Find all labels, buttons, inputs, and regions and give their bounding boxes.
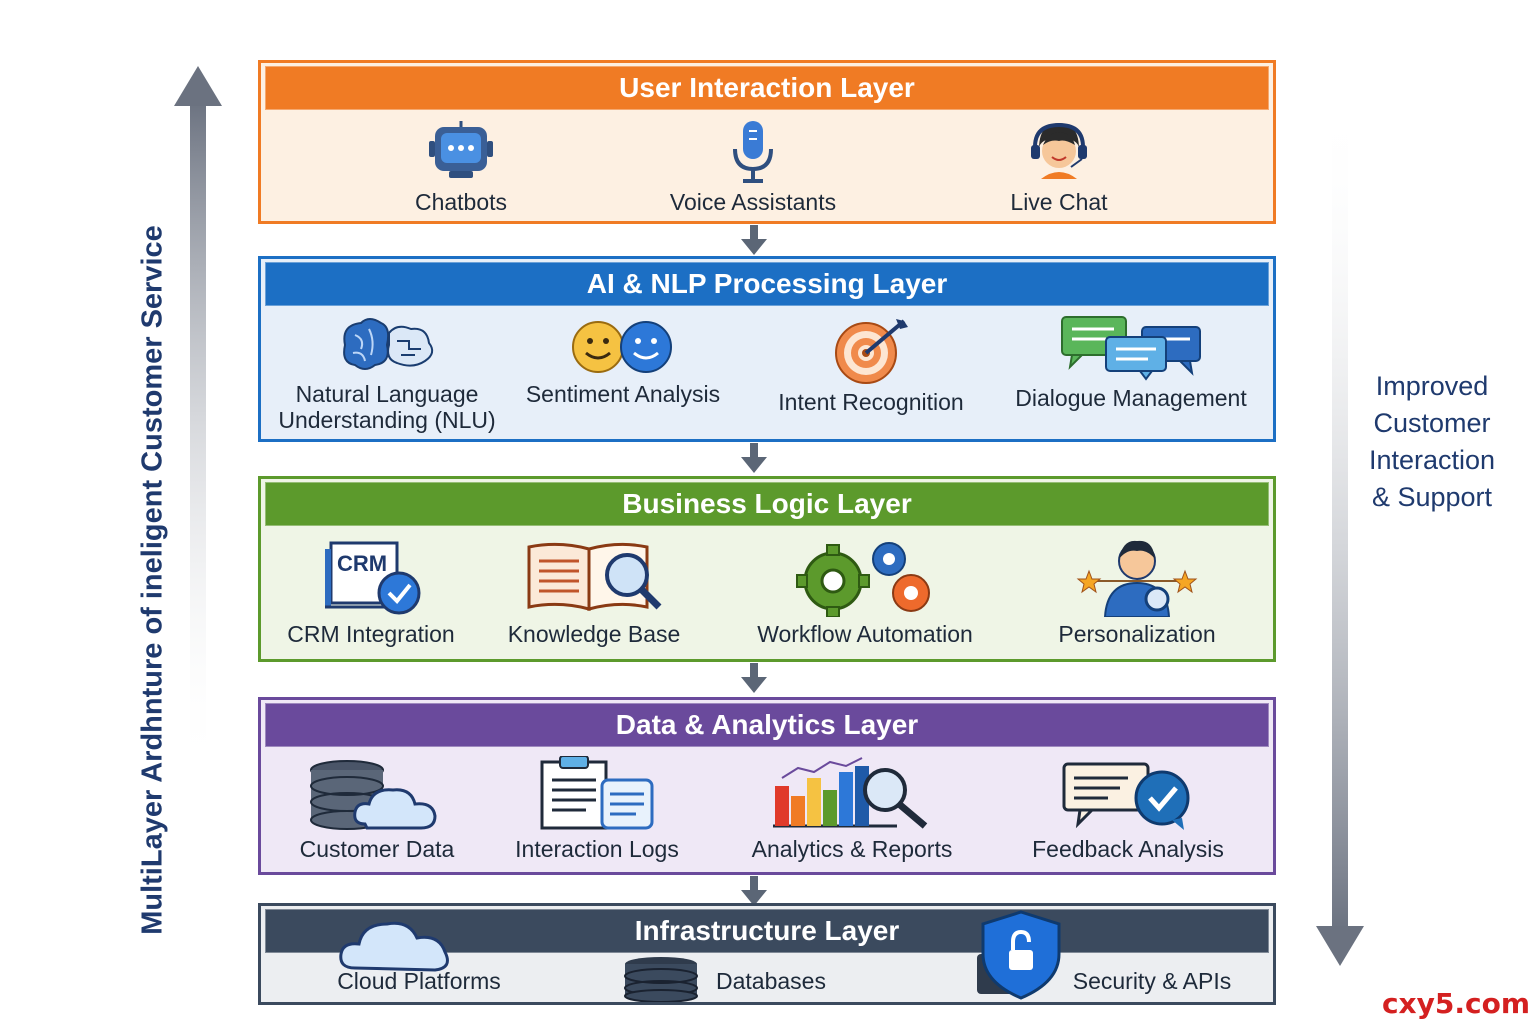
crm-icon: CRM bbox=[325, 541, 421, 615]
item-label: Natural Language Understanding (NLU) bbox=[278, 381, 496, 433]
item-label: Databases bbox=[716, 968, 826, 994]
sentiment-analysis-item: Sentiment Analysis bbox=[523, 315, 723, 407]
upward-arrow bbox=[174, 66, 222, 772]
clipboard-logs-icon bbox=[540, 756, 654, 830]
item-label: Interaction Logs bbox=[515, 836, 679, 862]
item-label: Sentiment Analysis bbox=[525, 381, 721, 407]
item-label: Chatbots bbox=[414, 189, 508, 215]
shield-lock-icon bbox=[977, 910, 1061, 1000]
item-label: Voice Assistants bbox=[669, 189, 837, 215]
right-caption-line: Interaction bbox=[1368, 445, 1496, 475]
flow-arrow-down bbox=[741, 443, 767, 473]
item-label: Customer Data bbox=[299, 836, 455, 862]
cloud-icon bbox=[339, 921, 449, 972]
target-icon bbox=[835, 319, 908, 384]
item-label: Personalization bbox=[1058, 621, 1216, 647]
book-magnifier-icon bbox=[527, 542, 662, 611]
database-icon bbox=[624, 957, 698, 1002]
item-label: Intent Recognition bbox=[778, 389, 964, 415]
flow-arrow-down bbox=[741, 225, 767, 255]
bar-chart-magnifier-icon bbox=[773, 757, 928, 829]
user-stars-icon bbox=[1076, 540, 1198, 617]
user-interaction-layer: User Interaction Layer Chatbots Voice As… bbox=[258, 60, 1276, 224]
diagram-side-title: MultiLayer Ardhnture of ineligent Custom… bbox=[136, 225, 169, 935]
item-label: Workflow Automation bbox=[757, 621, 973, 647]
headset-agent-icon bbox=[1031, 122, 1087, 179]
flow-arrow-down bbox=[741, 663, 767, 693]
workflow-automation-item: Workflow Automation bbox=[743, 537, 987, 647]
layer-title: AI & NLP Processing Layer bbox=[265, 262, 1269, 306]
smiley-faces-icon bbox=[572, 321, 672, 373]
item-label: Cloud Platforms bbox=[337, 968, 501, 994]
item-label: CRM Integration bbox=[287, 621, 455, 647]
security-apis-item: Security & APIs bbox=[1057, 968, 1247, 994]
nlu-item: Natural Language Understanding (NLU) bbox=[277, 315, 497, 433]
right-caption-line: & Support bbox=[1371, 482, 1493, 512]
item-label: Analytics & Reports bbox=[751, 836, 953, 862]
chatbots-item: Chatbots bbox=[411, 119, 511, 215]
layer-title: User Interaction Layer bbox=[265, 66, 1269, 110]
voice-assistants-item: Voice Assistants bbox=[663, 119, 843, 215]
item-label: Security & APIs bbox=[1072, 968, 1232, 994]
customer-data-item: Customer Data bbox=[297, 758, 457, 862]
live-chat-item: Live Chat bbox=[999, 119, 1119, 215]
watermark: cxy5.com bbox=[1381, 987, 1530, 1020]
item-label: Feedback Analysis bbox=[1032, 836, 1224, 862]
right-caption-line: Customer bbox=[1373, 408, 1491, 438]
interaction-logs-item: Interaction Logs bbox=[511, 756, 683, 862]
knowledge-base-item: Knowledge Base bbox=[499, 537, 689, 647]
speech-bubbles-icon bbox=[1061, 316, 1201, 381]
cloud-platforms-item: Cloud Platforms bbox=[321, 968, 517, 994]
layer-title: Business Logic Layer bbox=[265, 482, 1269, 526]
analytics-reports-item: Analytics & Reports bbox=[745, 756, 959, 862]
infrastructure-layer: Infrastructure Layer Cloud Platforms Dat… bbox=[258, 903, 1276, 1005]
feedback-check-icon bbox=[1062, 762, 1190, 830]
right-caption: Improved Customer Interaction & Support bbox=[1352, 368, 1512, 516]
item-label: Live Chat bbox=[1010, 189, 1108, 215]
chatbot-icon bbox=[429, 121, 493, 178]
crm-integration-item: CRM CRM Integration bbox=[281, 537, 461, 647]
brain-icon bbox=[343, 318, 434, 370]
databases-item: Databases bbox=[701, 968, 841, 994]
crm-icon-text: CRM bbox=[337, 551, 387, 576]
intent-recognition-item: Intent Recognition bbox=[771, 315, 971, 415]
downward-arrow bbox=[1316, 100, 1364, 966]
item-label: Dialogue Management bbox=[1015, 385, 1247, 411]
gears-icon bbox=[796, 542, 930, 617]
microphone-icon bbox=[733, 121, 773, 183]
ai-nlp-processing-layer: AI & NLP Processing Layer Natural Langua… bbox=[258, 256, 1276, 442]
layer-title: Data & Analytics Layer bbox=[265, 703, 1269, 747]
flow-arrow-down bbox=[741, 876, 767, 906]
database-cloud-icon bbox=[310, 760, 437, 830]
feedback-analysis-item: Feedback Analysis bbox=[1031, 758, 1225, 862]
business-logic-layer: Business Logic Layer CRM CRM Integration… bbox=[258, 476, 1276, 662]
personalization-item: Personalization bbox=[1047, 537, 1227, 647]
data-analytics-layer: Data & Analytics Layer Customer Data Int… bbox=[258, 697, 1276, 875]
dialogue-management-item: Dialogue Management bbox=[1011, 315, 1251, 411]
right-caption-line: Improved bbox=[1375, 371, 1489, 401]
item-label: Knowledge Base bbox=[507, 621, 681, 647]
